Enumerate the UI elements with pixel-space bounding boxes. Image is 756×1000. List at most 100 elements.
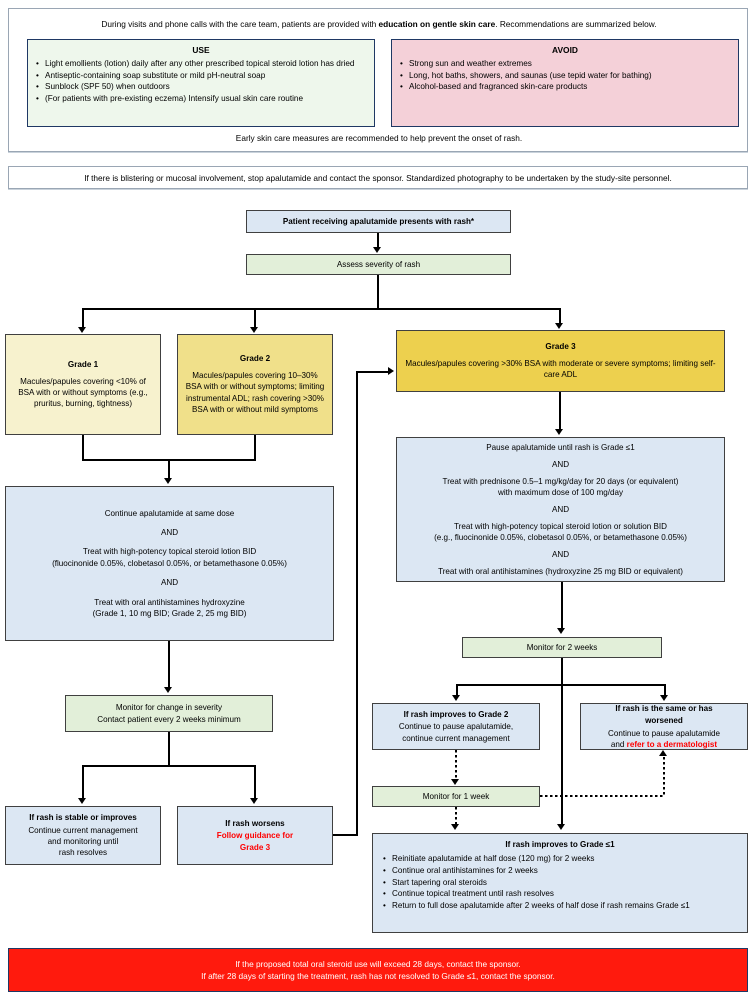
node-body: Macules/papules covering >30% BSA with m… — [405, 358, 716, 380]
connector-monitor2w-down — [561, 658, 563, 686]
list-item: (For patients with pre-existing eczema) … — [34, 93, 368, 105]
treatment-line-3a: Treat with oral antihistamines hydroxyzi… — [94, 597, 245, 607]
node-red-line-2: Grade 3 — [239, 842, 271, 852]
connector-to-same-worse — [664, 684, 666, 696]
use-title: USE — [192, 45, 210, 55]
monitor-line-2: Contact patient every 2 weeks minimum — [97, 714, 241, 724]
treatment-and-1: AND — [160, 527, 179, 537]
node-line-2-red: refer to a dermatologist — [626, 739, 718, 749]
node-line-2: and monitoring until — [47, 837, 119, 846]
connector-worsens-up — [356, 371, 358, 835]
connector-start-to-assess — [377, 233, 379, 248]
node-title: Patient receiving apalutamide presents w… — [282, 216, 475, 226]
node-monitor-change-severity: Monitor for change in severity Contact p… — [65, 695, 273, 732]
connector-grade2-down — [254, 435, 256, 460]
education-footer-note: Early skin care measures are recommended… — [235, 133, 523, 143]
arrow-right-icon — [388, 367, 394, 375]
dotted-connector-monitor1w-right — [540, 795, 665, 797]
node-body: Macules/papules covering <10% of BSA wit… — [18, 376, 148, 409]
treatment-line-4: Treat with oral antihistamines (hydroxyz… — [438, 566, 683, 576]
node-title-line-2: worsened — [645, 716, 683, 726]
treatment-line-2a: Treat with prednisone 0.5–1 mg/kg/day fo… — [442, 476, 679, 486]
connector-monitor2w-to-improves-g1 — [561, 684, 563, 825]
node-title: If rash worsens — [225, 818, 285, 828]
connector-merge-down — [168, 459, 170, 479]
node-line-2-pre: and — [610, 739, 627, 749]
node-line-1: Continue current management — [28, 825, 138, 835]
node-grade-2: Grade 2 Macules/papules covering 10–30% … — [177, 334, 333, 435]
use-recommendations-box: USE Light emollients (lotion) daily afte… — [27, 39, 375, 127]
list-item: Continue topical treatment until rash re… — [382, 888, 738, 900]
treatment-line-1: Continue apalutamide at same dose — [104, 508, 235, 518]
dotted-connector-up-to-same-worse — [663, 757, 665, 796]
node-title: Grade 2 — [239, 354, 271, 364]
treatment-line-2b: with maximum dose of 100 mg/day — [497, 488, 624, 497]
node-title: Monitor for 2 weeks — [526, 642, 598, 652]
education-intro-post: . Recommendations are summarized below. — [495, 19, 657, 29]
connector-assess-horizontal — [82, 308, 560, 310]
dotted-connector-improves-g2-to-monitor1w — [455, 750, 457, 780]
treatment-line-1: Pause apalutamide until rash is Grade ≤1 — [486, 443, 635, 452]
node-monitor-1-week: Monitor for 1 week — [372, 786, 540, 807]
arrow-down-icon — [555, 323, 563, 329]
node-title: Grade 1 — [67, 360, 99, 370]
node-rash-improves-to-grade-2: If rash improves to Grade 2 Continue to … — [372, 703, 540, 750]
connector-to-improves-g2 — [456, 684, 458, 696]
improves-grade-1-list: Reinitiate apalutamide at half dose (120… — [382, 853, 738, 911]
arrow-down-icon — [78, 798, 86, 804]
education-panel: During visits and phone calls with the c… — [8, 8, 748, 152]
node-title: Monitor for 1 week — [422, 791, 490, 801]
arrow-down-icon — [451, 824, 459, 830]
connector-g3treat-to-monitor2w — [561, 582, 563, 629]
list-item: Start tapering oral steroids — [382, 877, 738, 889]
connector-monitor-split — [82, 765, 256, 767]
arrow-down-icon — [373, 247, 381, 253]
list-item: Light emollients (lotion) daily after an… — [34, 58, 368, 70]
node-rash-same-or-worsened: If rash is the same or has worsened Cont… — [580, 703, 748, 750]
list-item: Antiseptic-containing soap substitute or… — [34, 70, 368, 82]
node-grade-1-2-treatment: Continue apalutamide at same dose AND Tr… — [5, 486, 334, 641]
arrow-down-icon — [557, 628, 565, 634]
connector-assess-down — [377, 275, 379, 309]
node-grade-1: Grade 1 Macules/papules covering <10% of… — [5, 334, 161, 435]
avoid-recommendations-box: AVOID Strong sun and weather extremes Lo… — [391, 39, 739, 127]
node-grade-3-treatment: Pause apalutamide until rash is Grade ≤1… — [396, 437, 725, 582]
blistering-warning-banner: If there is blistering or mucosal involv… — [8, 166, 748, 189]
node-monitor-2-weeks: Monitor for 2 weeks — [462, 637, 662, 658]
treatment-and-2: AND — [551, 504, 570, 514]
treatment-line-3b: (e.g., fluocinonide 0.05%, clobetasol 0.… — [434, 533, 687, 542]
node-line-2: and refer to a dermatologist — [611, 739, 717, 750]
use-list: Light emollients (lotion) daily after an… — [34, 58, 368, 104]
arrow-down-icon — [250, 798, 258, 804]
arrow-down-icon — [164, 478, 172, 484]
list-item: Reinitiate apalutamide at half dose (120… — [382, 853, 738, 865]
arrow-down-icon — [557, 824, 565, 830]
list-item: Alcohol-based and fragranced skin-care p… — [398, 81, 732, 93]
node-rash-worsens: If rash worsens Follow guidance for Grad… — [177, 806, 333, 865]
node-title: If rash is stable or improves — [29, 813, 137, 823]
node-title: If rash improves to Grade 2 — [403, 709, 509, 719]
list-item: Strong sun and weather extremes — [398, 58, 732, 70]
arrow-down-icon — [78, 327, 86, 333]
blistering-warning-text: If there is blistering or mucosal involv… — [84, 172, 672, 183]
alert-line-2: If after 28 days of starting the treatme… — [201, 971, 555, 981]
list-item: Sunblock (SPF 50) when outdoors — [34, 81, 368, 93]
node-title: Grade 3 — [545, 342, 576, 352]
node-title: If rash improves to Grade ≤1 — [505, 840, 615, 849]
education-intro-bold: education on gentle skin care — [378, 19, 496, 29]
node-title: Assess severity of rash — [336, 259, 421, 269]
arrow-down-icon — [451, 779, 459, 785]
node-line-1: Continue to pause apalutamide, — [398, 722, 514, 732]
alert-line-1: If the proposed total oral steroid use w… — [235, 958, 521, 969]
connector-worsens-to-grade3 — [356, 371, 388, 373]
connector-grade3-to-treatment — [559, 392, 561, 430]
node-title-line-1: If rash is the same or has — [615, 703, 713, 713]
arrow-up-icon — [659, 750, 667, 756]
treatment-and-3: AND — [551, 549, 570, 559]
avoid-title: AVOID — [552, 45, 578, 55]
arrow-down-icon — [452, 695, 460, 701]
node-grade-3: Grade 3 Macules/papules covering >30% BS… — [396, 330, 725, 392]
connector-to-grade2 — [254, 308, 256, 328]
treatment-line-2a: Treat with high-potency topical steroid … — [82, 547, 257, 557]
arrow-down-icon — [250, 327, 258, 333]
